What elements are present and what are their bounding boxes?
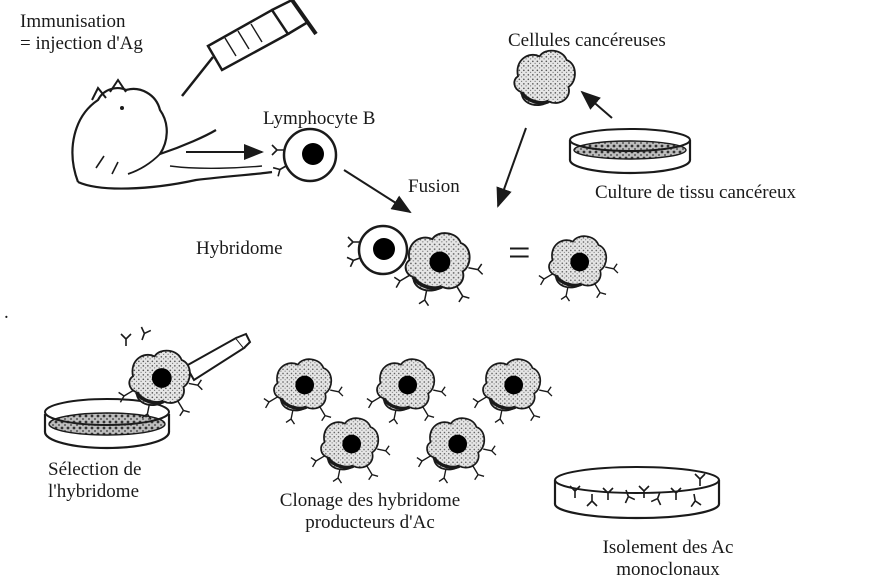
culture-tissu-label: Culture de tissu cancéreux <box>595 182 796 204</box>
cellules-cancereuses-label: Cellules cancéreuses <box>508 30 666 52</box>
lymphocyte-b-cell <box>272 129 336 181</box>
hybridome-label: Hybridome <box>196 238 283 260</box>
immunisation-label: Immunisation = injection d'Ag <box>20 11 143 55</box>
petri-dish-icon <box>570 129 690 173</box>
hybridome-cell <box>539 236 618 301</box>
hybridome-clones <box>264 359 552 483</box>
antibody-dish <box>555 467 719 518</box>
isolement-line1: Isolement des Ac <box>568 537 768 559</box>
clone-cell <box>311 418 390 483</box>
selection-line1: Sélection de <box>48 459 141 481</box>
clonage-label: Clonage des hybridome producteurs d'Ac <box>240 490 500 534</box>
stray-dot: . <box>4 302 9 324</box>
fusion-label: Fusion <box>408 176 460 198</box>
mouse-icon <box>72 80 272 189</box>
cancer-cell <box>514 51 575 105</box>
clone-cell <box>367 359 446 424</box>
hybridome-fused-cell <box>347 226 483 306</box>
selection-line2: l'hybridome <box>48 481 141 503</box>
antibody-icon <box>272 145 284 155</box>
arrow-lymphocyte-to-fusion <box>344 170 410 212</box>
clone-cell <box>473 359 552 424</box>
clonage-line2: producteurs d'Ac <box>240 512 500 534</box>
selection-label: Sélection de l'hybridome <box>48 459 141 503</box>
immunisation-line2: = injection d'Ag <box>20 33 143 55</box>
isolement-line2: monoclonaux <box>568 559 768 581</box>
clonage-line1: Clonage des hybridome <box>240 490 500 512</box>
immunisation-line1: Immunisation <box>20 11 143 33</box>
isolement-label: Isolement des Ac monoclonaux <box>568 537 768 581</box>
pipette-icon <box>186 334 250 380</box>
equals-sign: = <box>508 230 531 275</box>
selection-dish <box>45 399 169 448</box>
clone-cell <box>417 418 496 483</box>
selected-hybridome-cell <box>119 351 203 420</box>
clone-cell <box>264 359 343 424</box>
syringe-icon <box>182 0 316 96</box>
lymphocyte-b-label: Lymphocyte B <box>263 108 375 130</box>
arrow-culture-to-cancer <box>582 92 612 118</box>
arrow-cancer-to-fusion <box>498 128 526 206</box>
